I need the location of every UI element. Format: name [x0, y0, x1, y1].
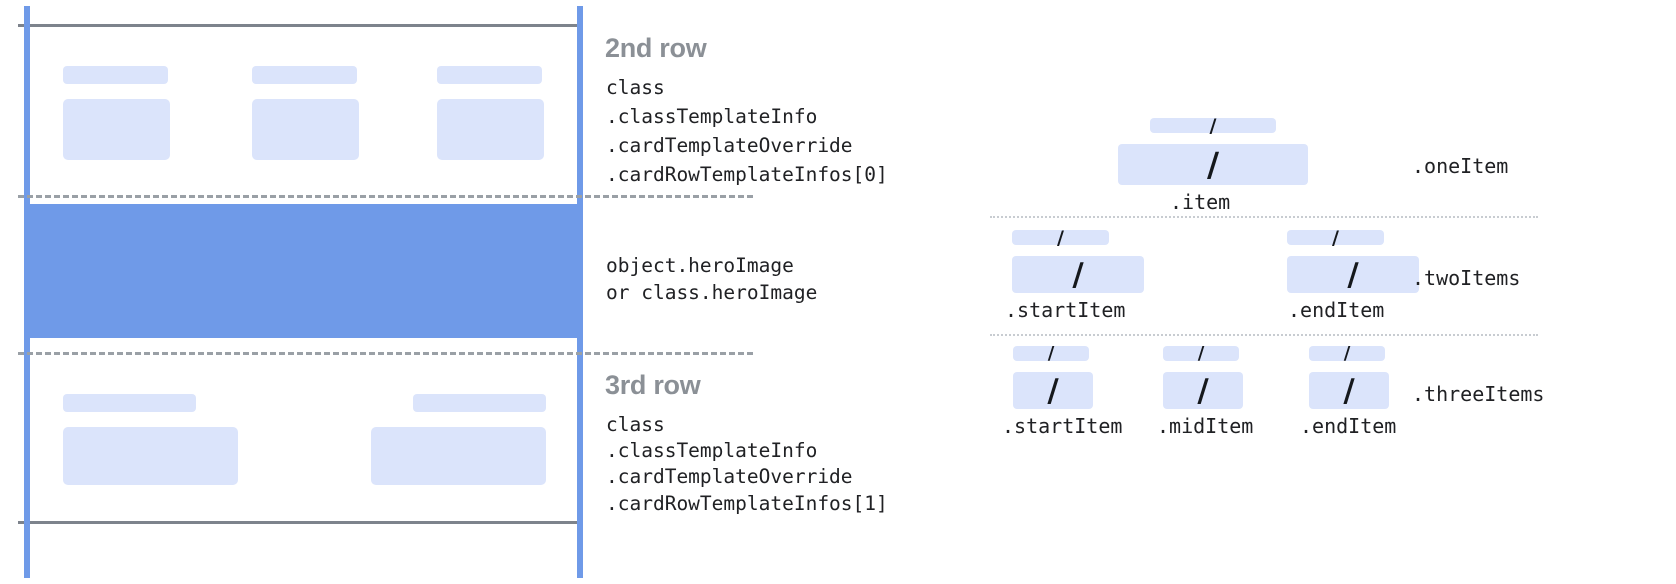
slash-glyph: /: [1197, 343, 1205, 364]
placeholder-title-4: [63, 394, 196, 412]
second-row-title: 2nd row: [605, 33, 707, 63]
variant-separator-2: [990, 334, 1538, 336]
slash-glyph: /: [1047, 343, 1055, 364]
placeholder-body-2: [252, 99, 359, 160]
item-group-mid-item: / / .midItem: [1157, 340, 1260, 440]
item-caption: .endItem: [1300, 414, 1397, 438]
slash-glyph: /: [1343, 343, 1351, 364]
card-preview-annotations: 2nd row class .classTemplateInfo .cardTe…: [600, 0, 1000, 584]
variant-separator-1: [990, 216, 1538, 218]
variant-two-items: / / .startItem / / .endItem .twoItems: [980, 224, 1676, 334]
placeholder-title-3: [437, 66, 542, 84]
row-variants-panel: / / .item .oneItem / / .startItem /: [980, 0, 1676, 584]
slash-glyph: /: [1209, 114, 1217, 137]
placeholder-title-2: [252, 66, 357, 84]
item-body-bar: /: [1287, 256, 1419, 293]
placeholder-body-3: [437, 99, 544, 160]
item-body-bar: /: [1163, 372, 1243, 409]
item-caption: .midItem: [1157, 414, 1254, 438]
second-row-skeleton: [0, 24, 600, 196]
item-body-bar: /: [1118, 144, 1308, 185]
second-row-code-line-0: class: [606, 76, 665, 99]
divider-above-hero: [18, 195, 753, 198]
divider-below-hero: [18, 352, 753, 355]
slash-glyph: /: [1047, 372, 1059, 409]
hero-code-line-1: or class.heroImage: [606, 281, 818, 304]
item-body-bar: /: [1309, 372, 1389, 409]
item-group-end-item: / / .endItem: [1285, 224, 1422, 324]
placeholder-title-1: [63, 66, 168, 84]
placeholder-body-1: [63, 99, 170, 160]
slash-glyph: /: [1332, 226, 1339, 249]
placeholder-body-5: [371, 427, 546, 485]
item-title-bar: /: [1150, 114, 1276, 137]
placeholder-body-4: [63, 427, 238, 485]
second-row-code-line-3: .cardRowTemplateInfos[0]: [606, 163, 888, 186]
item-group-end-item: / / .endItem: [1300, 340, 1406, 440]
third-row-skeleton: [0, 352, 600, 522]
slash-glyph: /: [1197, 372, 1209, 409]
item-caption: .endItem: [1288, 298, 1385, 322]
item-title-bar: /: [1309, 343, 1385, 364]
card-preview-panel: [0, 0, 753, 584]
variant-label-three-items: .threeItems: [1412, 382, 1545, 406]
item-body-bar: /: [1012, 256, 1144, 293]
slash-glyph: /: [1072, 256, 1084, 293]
item-caption: .startItem: [1002, 414, 1123, 438]
item-body-bar: /: [1013, 372, 1093, 409]
card-bottom-rule: [18, 521, 583, 524]
item-group-item: / / .item: [1118, 100, 1308, 214]
third-row-code-line-1: .classTemplateInfo: [606, 439, 818, 462]
slash-glyph: /: [1343, 372, 1355, 409]
placeholder-title-5: [413, 394, 546, 412]
variant-label-one-item: .oneItem: [1412, 154, 1509, 178]
item-title-bar: /: [1287, 226, 1384, 249]
hero-code-line-0: object.heroImage: [606, 254, 794, 277]
card-right-guide: [577, 6, 583, 578]
second-row-code-line-2: .cardTemplateOverride: [606, 134, 853, 157]
card-top-rule: [18, 24, 583, 27]
item-title-bar: /: [1163, 343, 1239, 364]
third-row-code-line-0: class: [606, 413, 665, 436]
variant-three-items: / / .startItem / / .midItem / / .endItem: [980, 340, 1676, 450]
third-row-code-line-3: .cardRowTemplateInfos[1]: [606, 492, 888, 515]
item-caption: .startItem: [1005, 298, 1126, 322]
item-group-start-item: / / .startItem: [1005, 224, 1147, 324]
item-group-start-item: / / .startItem: [1002, 340, 1122, 440]
third-row-code-line-2: .cardTemplateOverride: [606, 465, 853, 488]
variant-one-item: / / .item .oneItem: [980, 100, 1676, 214]
second-row-code-line-1: .classTemplateInfo: [606, 105, 818, 128]
slash-glyph: /: [1206, 145, 1220, 184]
third-row-title: 3rd row: [605, 370, 701, 400]
item-title-bar: /: [1013, 343, 1089, 364]
hero-image-band: [27, 204, 580, 338]
item-title-bar: /: [1012, 226, 1109, 249]
variant-label-two-items: .twoItems: [1412, 266, 1521, 290]
item-caption: .item: [1170, 190, 1231, 214]
slash-glyph: /: [1347, 256, 1359, 293]
slash-glyph: /: [1057, 226, 1064, 249]
